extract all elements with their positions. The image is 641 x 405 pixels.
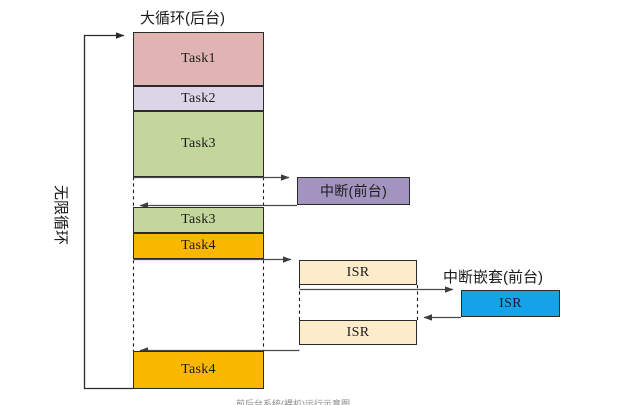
isr-block-upper: ISR: [299, 260, 417, 285]
isr-block-nested: ISR: [461, 290, 560, 317]
interrupt-block: 中断(前台): [297, 177, 410, 205]
infinite-loop-arrow: [83, 32, 134, 390]
infinite-loop-label: 无限循环: [52, 185, 69, 246]
task-block-task2: Task2: [133, 86, 264, 111]
task-block-task1: Task1: [133, 32, 264, 86]
task-block-task3-first: Task3: [133, 111, 264, 177]
nested-interrupt-title: 中断嵌套(前台): [443, 269, 543, 286]
isr-block-lower: ISR: [299, 320, 417, 345]
task-block-task4-bottom: Task4: [133, 351, 264, 389]
task-block-task4-first: Task4: [133, 233, 264, 259]
task-block-task3-second: Task3: [133, 207, 264, 233]
main-loop-title: 大循环(后台): [140, 10, 225, 27]
bottom-caption: 前后台系统(裸机)运行示意图: [236, 399, 350, 405]
